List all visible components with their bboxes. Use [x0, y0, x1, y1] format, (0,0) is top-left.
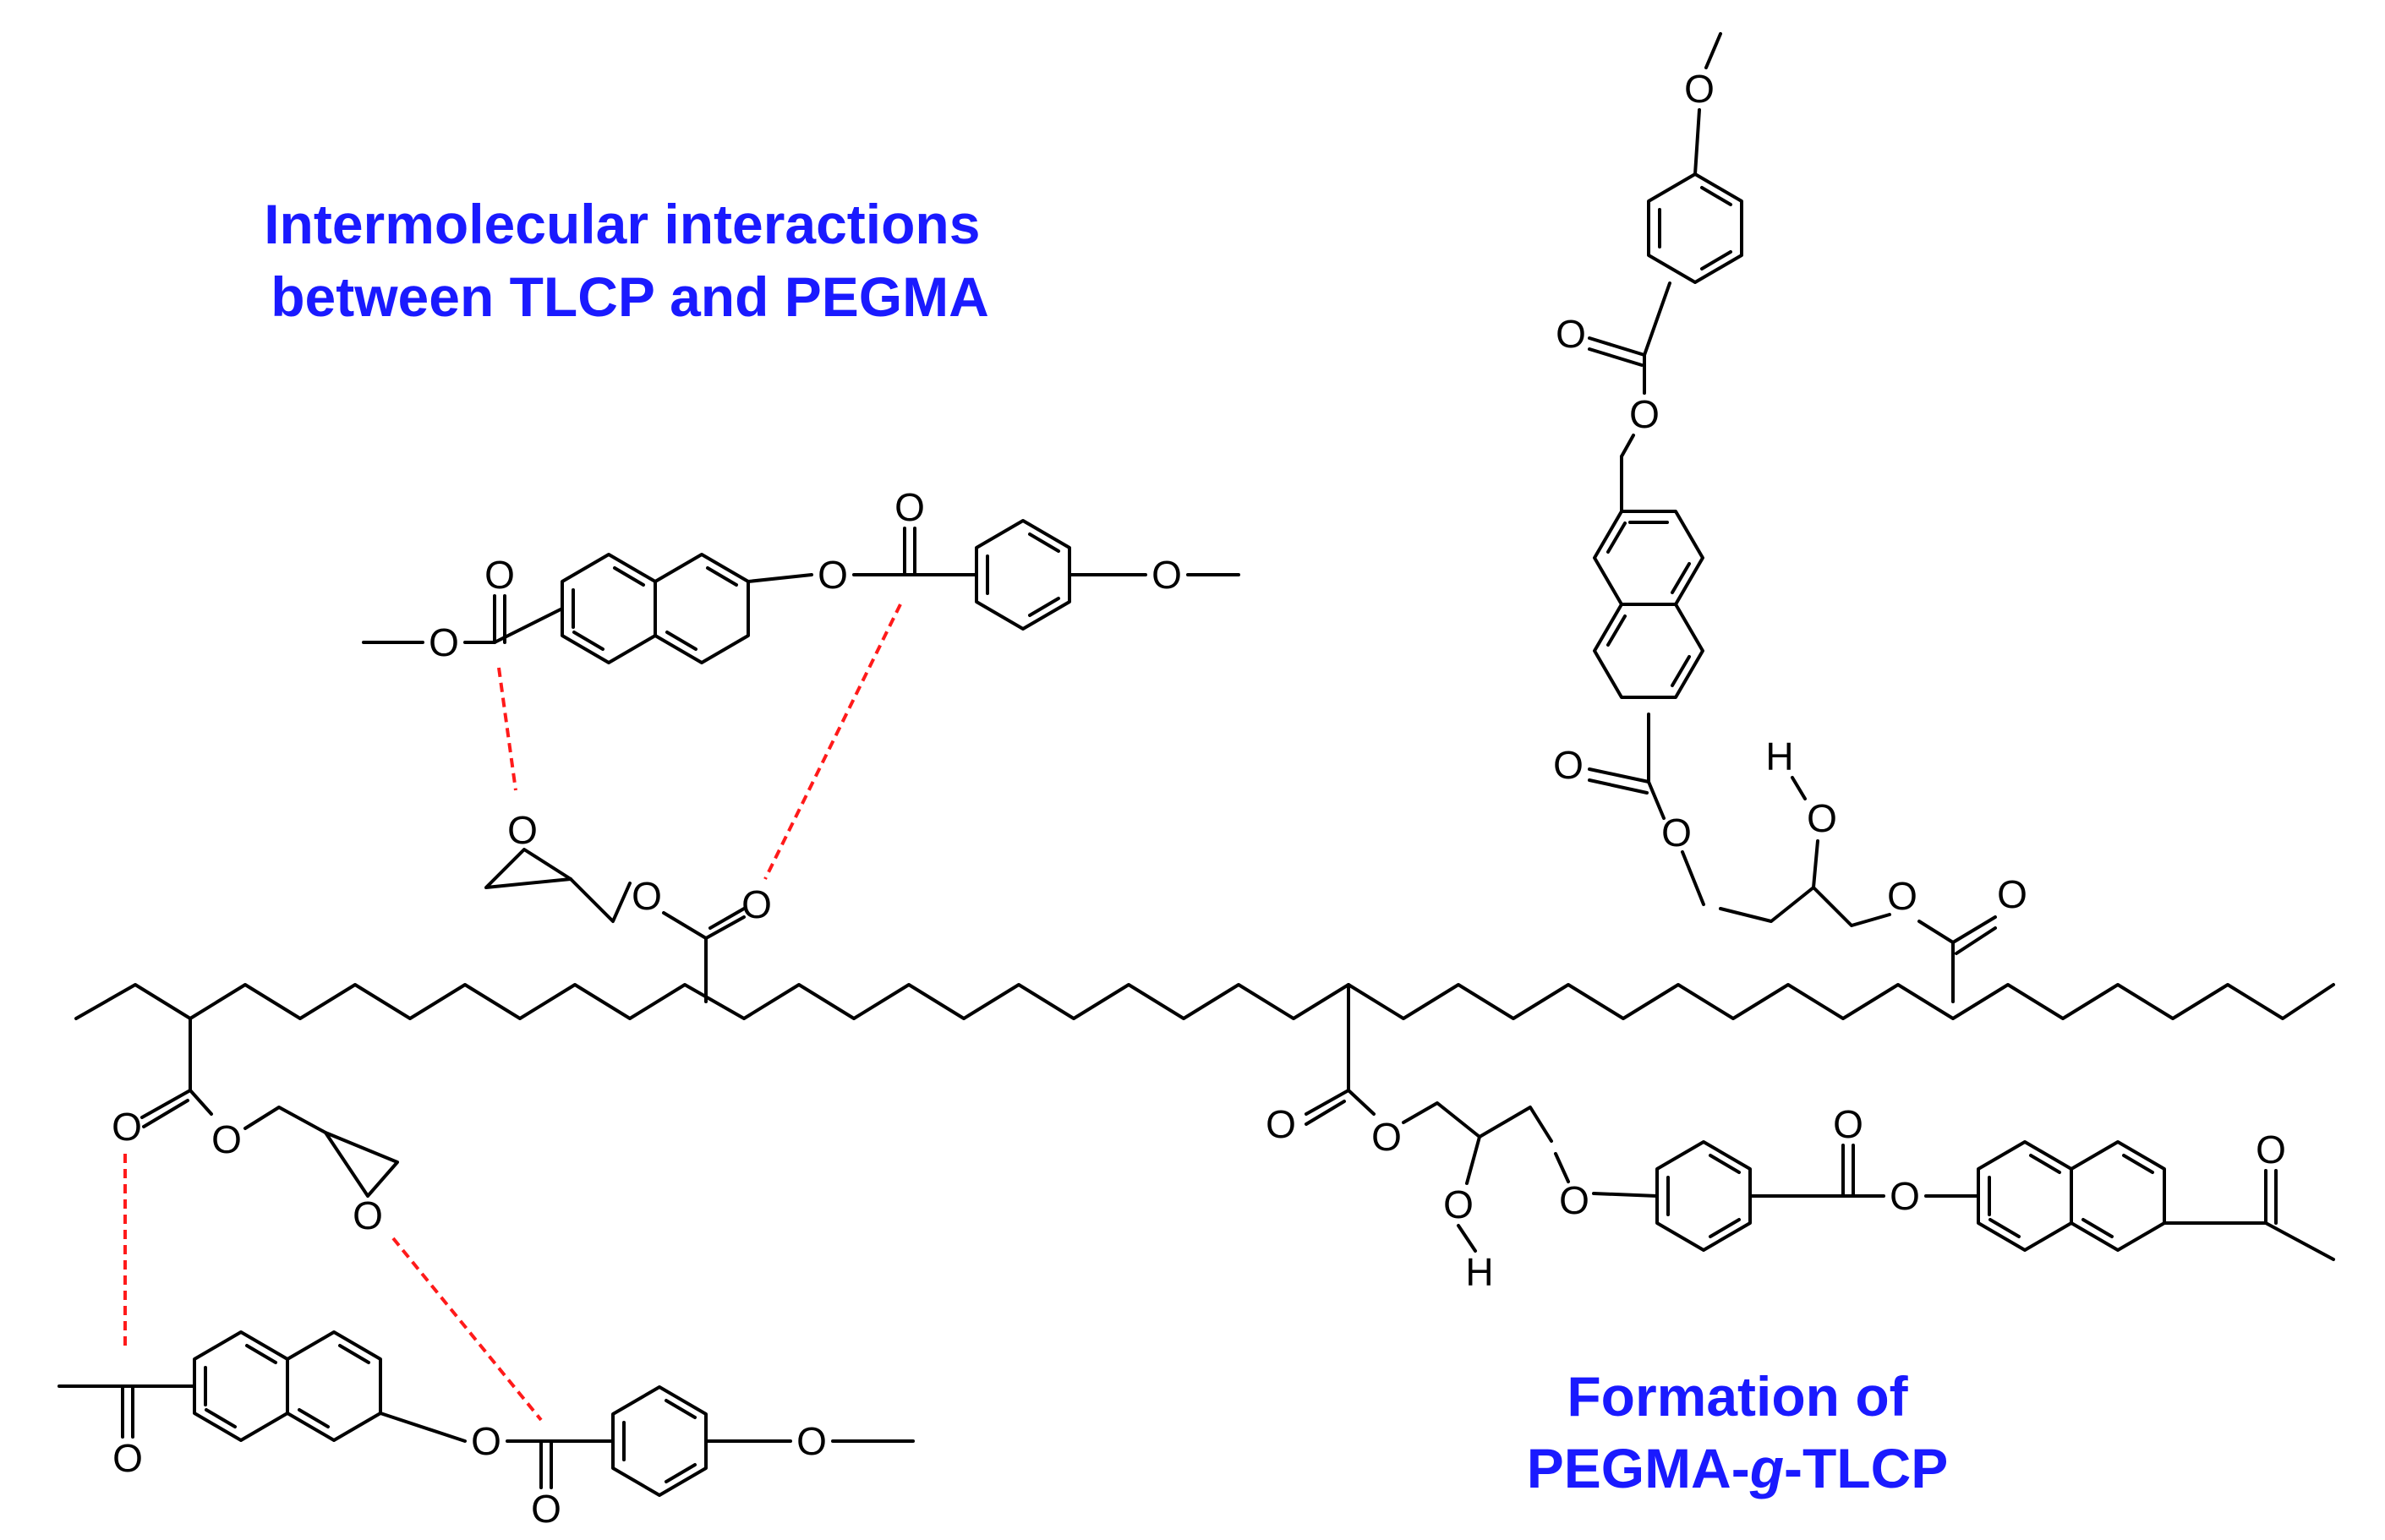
methoxy-oxygen: O: [429, 620, 459, 664]
tlcp-graft-top: O O O H O O O O O: [1553, 32, 2027, 1003]
carbonyl-oxygen: O: [112, 1105, 142, 1149]
carbonyl-oxygen: O: [894, 485, 925, 529]
hydroxyl-hydrogen: H: [1465, 1250, 1493, 1294]
polymer-backbone: [74, 983, 2335, 1020]
interactions-heading-line2: between TLCP and PEGMA: [271, 265, 989, 328]
carbonyl-oxygen: O: [741, 882, 772, 926]
naphthalene-ring: [561, 553, 750, 664]
hydroxyl-oxygen: O: [1807, 796, 1837, 840]
benzene-ring: [975, 519, 1071, 631]
glycidyl-ester-left: O O O: [112, 1017, 399, 1237]
ester-oxygen: O: [1890, 1174, 1920, 1218]
hydroxyl-oxygen: O: [1443, 1182, 1474, 1226]
interaction-lines: [123, 603, 902, 1422]
interaction-line: [391, 1237, 543, 1422]
carbonyl-oxygen: O: [1556, 312, 1586, 356]
carbonyl-oxygen: O: [1266, 1102, 1296, 1146]
naphthalene-ring: [1593, 510, 1704, 699]
carbonyl-oxygen: O: [1553, 743, 1584, 787]
tlcp-molecule-top: O O O O O: [362, 485, 1240, 664]
tlcp-graft-bottom: O O O H O O O O: [1266, 983, 2335, 1294]
carbonyl-oxygen: O: [112, 1436, 143, 1480]
interactions-heading: Intermolecular interactions between TLCP…: [264, 193, 996, 328]
epoxide-oxygen: O: [507, 808, 538, 852]
carbonyl-oxygen: O: [484, 553, 515, 597]
hydroxyl-hydrogen: H: [1765, 735, 1793, 778]
carbonyl-oxygen: O: [1833, 1102, 1863, 1146]
ester-oxygen: O: [818, 553, 848, 597]
tlcp-molecule-bottom: O O O O: [57, 1330, 915, 1531]
methoxy-oxygen: O: [1684, 67, 1715, 111]
carbonyl-oxygen: O: [531, 1487, 561, 1531]
formation-heading-suffix: -TLCP: [1784, 1437, 1948, 1499]
ester-oxygen: O: [1661, 811, 1692, 855]
ester-oxygen: O: [211, 1117, 242, 1161]
naphthalene-ring: [193, 1330, 382, 1442]
interactions-heading-line1: Intermolecular interactions: [264, 193, 980, 255]
formation-heading-line1: Formation of: [1567, 1365, 1908, 1428]
formation-heading-line2: PEGMA-g-TLCP: [1527, 1437, 1949, 1499]
ester-oxygen: O: [1629, 392, 1660, 436]
methoxy-oxygen: O: [1151, 553, 1182, 597]
benzene-ring: [1655, 1140, 1752, 1252]
carbonyl-oxygen: O: [1997, 872, 2027, 916]
ester-oxygen: O: [471, 1419, 501, 1463]
ether-oxygen: O: [1559, 1178, 1589, 1222]
interaction-line: [497, 667, 517, 791]
epoxide-oxygen: O: [353, 1193, 383, 1237]
ester-oxygen: O: [1887, 874, 1917, 918]
benzene-ring: [611, 1385, 708, 1497]
carbonyl-oxygen: O: [2256, 1128, 2286, 1171]
formation-heading-italic: g: [1749, 1437, 1784, 1499]
naphthalene-ring: [1977, 1140, 2166, 1252]
ester-oxygen: O: [1371, 1115, 1402, 1159]
ester-oxygen: O: [632, 874, 662, 918]
formation-heading-prefix: PEGMA-: [1527, 1437, 1750, 1499]
interaction-line: [763, 603, 902, 880]
benzene-ring: [1647, 172, 1743, 284]
methoxy-oxygen: O: [796, 1419, 827, 1463]
glycidyl-ester-middle: O O O: [484, 808, 772, 1003]
